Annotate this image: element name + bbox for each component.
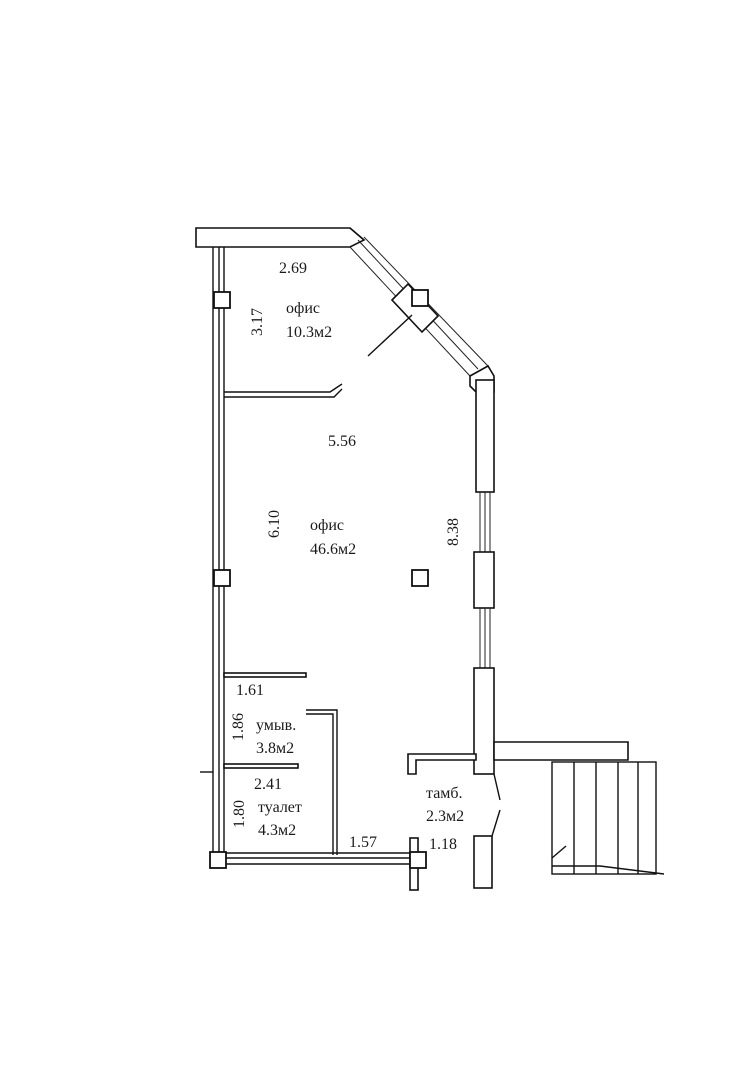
dim-washroom-height: 1.86: [230, 713, 247, 741]
left-wall: [212, 247, 225, 858]
room-washroom-name: умыв.: [256, 717, 296, 734]
partition-washroom-top: [223, 672, 307, 678]
right-wall-segment-1: [475, 379, 495, 493]
dim-small-office-height: 3.17: [249, 308, 266, 336]
dim-vestibule-width: 1.18: [429, 836, 457, 853]
right-window-2: [479, 608, 491, 668]
left-column-top: [213, 291, 231, 309]
dim-washroom-width: 1.61: [236, 682, 264, 699]
left-column-middle: [213, 569, 231, 587]
right-wall-segment-3: [473, 667, 495, 775]
dim-bottom-wall: 1.57: [349, 834, 377, 851]
top-wall: [195, 227, 366, 248]
room-office-main-name: офис: [310, 517, 344, 534]
room-vestibule-area: 2.3м2: [426, 808, 464, 825]
partition-toilet-top: [223, 763, 299, 769]
dim-toilet-width: 2.41: [254, 776, 282, 793]
partition-wet-rooms-right: [306, 709, 338, 855]
vestibule-wall: [407, 753, 477, 775]
dim-main-height: 6.10: [266, 510, 283, 538]
dim-main-width: 5.56: [328, 433, 356, 450]
diagonal-column: [390, 282, 440, 334]
dim-top-width: 2.69: [279, 260, 307, 277]
door-small-office: [367, 314, 413, 357]
entrance-column: [409, 837, 427, 891]
entrance-door-swing: [491, 773, 501, 837]
room-office-small-area: 10.3м2: [286, 324, 332, 341]
room-toilet-name: туалет: [258, 799, 302, 816]
porch-wall: [493, 741, 629, 761]
room-office-main-area: 46.6м2: [310, 541, 356, 558]
left-column-bottom: [209, 851, 227, 869]
right-wall-segment-2: [473, 551, 495, 609]
dim-toilet-height: 1.80: [231, 800, 248, 828]
room-vestibule-name: тамб.: [426, 785, 463, 802]
center-column: [411, 569, 429, 587]
entrance-door-leaf: [473, 835, 493, 889]
stairs: [551, 761, 665, 875]
dim-right-length: 8.38: [445, 518, 462, 546]
room-office-small-name: офис: [286, 300, 320, 317]
room-toilet-area: 4.3м2: [258, 822, 296, 839]
partition-small-office: [224, 383, 343, 398]
right-window-1: [479, 492, 491, 552]
room-washroom-area: 3.8м2: [256, 740, 294, 757]
bottom-wall: [226, 852, 412, 865]
